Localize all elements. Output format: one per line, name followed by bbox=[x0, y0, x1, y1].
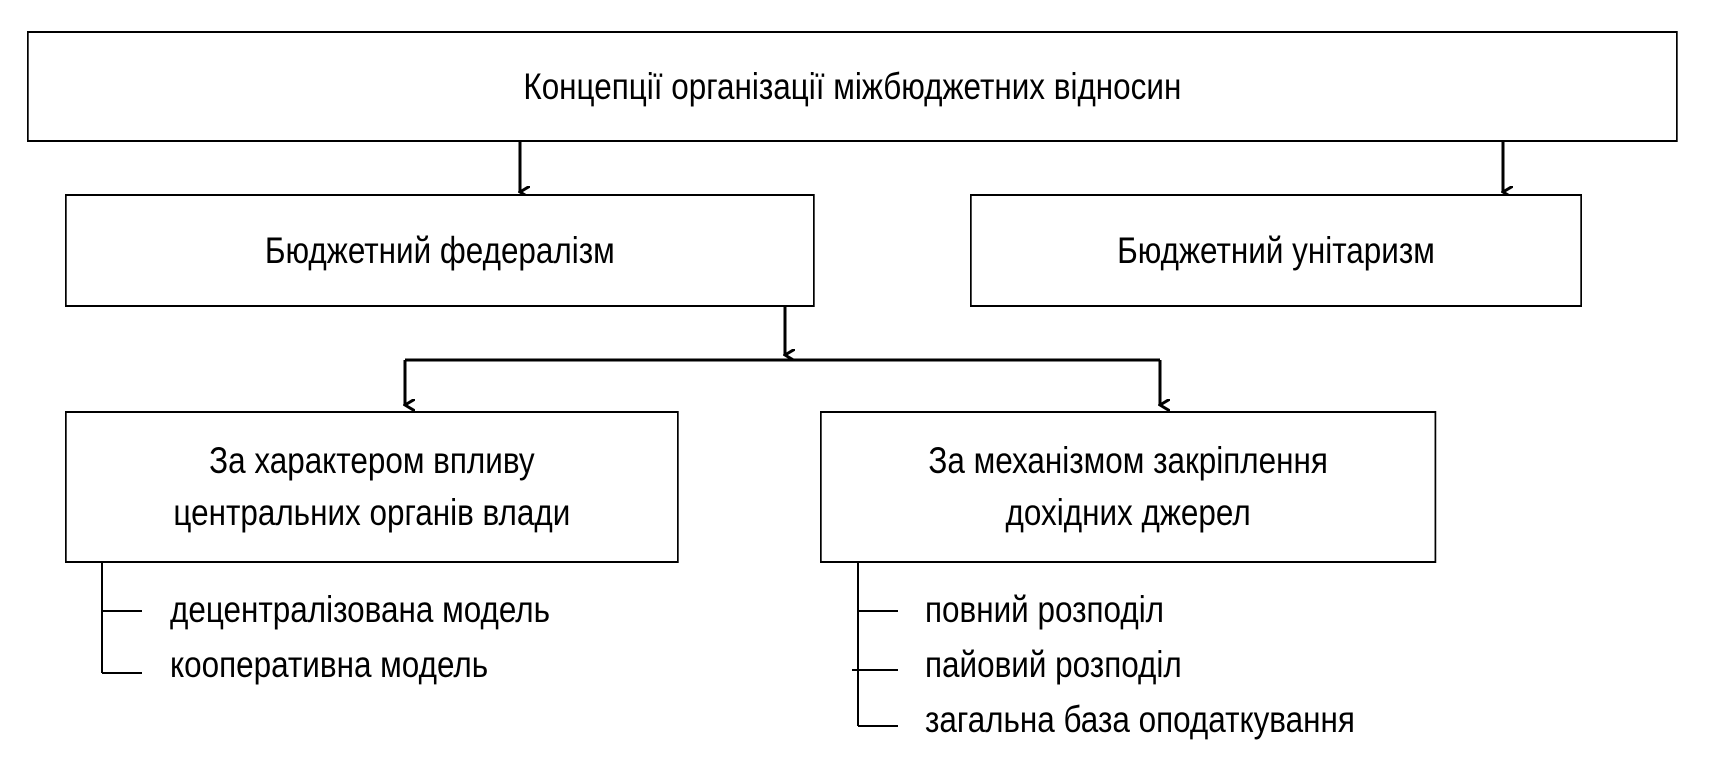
model-item-cooperative: кооперативна модель bbox=[170, 644, 489, 685]
mechanism-item-share: пайовий розподіл bbox=[925, 644, 1182, 685]
mechanism-criterion-box: За механізмом закріплення дохідних джере… bbox=[820, 411, 1437, 563]
mechanism-item-full: повний розподіл bbox=[925, 589, 1165, 630]
root-concept-box: Концепції організації міжбюджетних відно… bbox=[27, 31, 1678, 142]
mechanism-criterion-line1: За механізмом закріплення bbox=[928, 440, 1328, 481]
mechanism-item-common-base: загальна база оподаткування bbox=[925, 699, 1355, 740]
budget-unitarism-label: Бюджетний унітаризм bbox=[1117, 229, 1435, 271]
model-item-decentralized: децентралізована модель bbox=[170, 589, 551, 630]
mechanism-criterion-line2: дохідних джерел bbox=[1005, 492, 1251, 533]
influence-criterion-box: За характером впливу центральних органів… bbox=[65, 411, 679, 563]
budget-federalism-box: Бюджетний федералізм bbox=[65, 194, 815, 307]
budget-unitarism-box: Бюджетний унітаризм bbox=[970, 194, 1582, 307]
root-concept-label: Концепції організації міжбюджетних відно… bbox=[523, 65, 1182, 107]
influence-criterion-line2: центральних органів влади bbox=[173, 492, 571, 533]
influence-criterion-line1: За характером впливу bbox=[209, 440, 535, 481]
budget-federalism-label: Бюджетний федералізм bbox=[264, 229, 615, 271]
